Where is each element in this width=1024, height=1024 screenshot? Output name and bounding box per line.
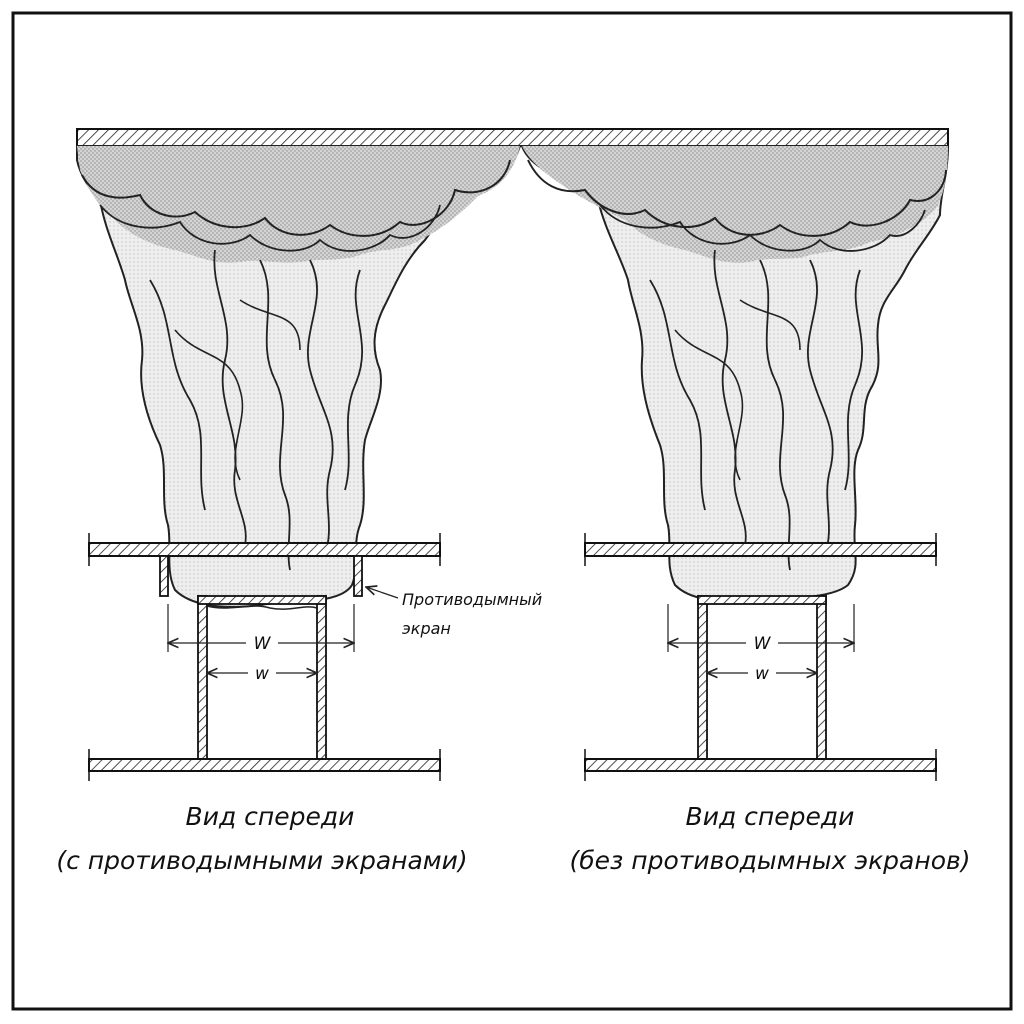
left-dimension-inner-label: w [255,664,269,684]
right-smoke-curtain [353,555,363,597]
right-caption-line-2: (без противодымных экранов) [570,846,971,875]
right-bottom-slab [584,758,937,772]
callout-line-2: экран [402,619,451,638]
left-bottom-slab [88,758,441,772]
left-dimension-inner: w [207,664,317,684]
left-floor-slab [88,542,441,557]
right-view: W w Вид спереди (без противодымных экран… [520,145,971,875]
right-smoke-plume [520,145,950,602]
right-dimension-inner-label: w [755,664,769,684]
left-smoke-curtain [159,555,169,597]
right-dimension-outer-label: W [754,634,772,654]
ceiling-slab [76,128,949,147]
callout-line-1: Противодымный [402,590,542,609]
outer-frame [11,11,1013,1011]
right-floor-slab [584,542,937,557]
left-dimension-outer: W [168,604,354,654]
left-caption-line-2: (с противодымными экранами) [56,846,467,875]
left-smoke-plume [76,145,522,608]
right-caption-line-1: Вид спереди [686,802,855,831]
left-dimension-outer-label: W [254,634,272,654]
left-view: W w Противодымный экран Вид спереди (с п… [56,145,542,875]
right-dimension-outer: W [668,604,854,654]
right-dimension-inner: w [707,664,817,684]
left-caption-line-1: Вид спереди [186,802,355,831]
smoke-curtain-callout: Противодымный экран [366,587,542,638]
